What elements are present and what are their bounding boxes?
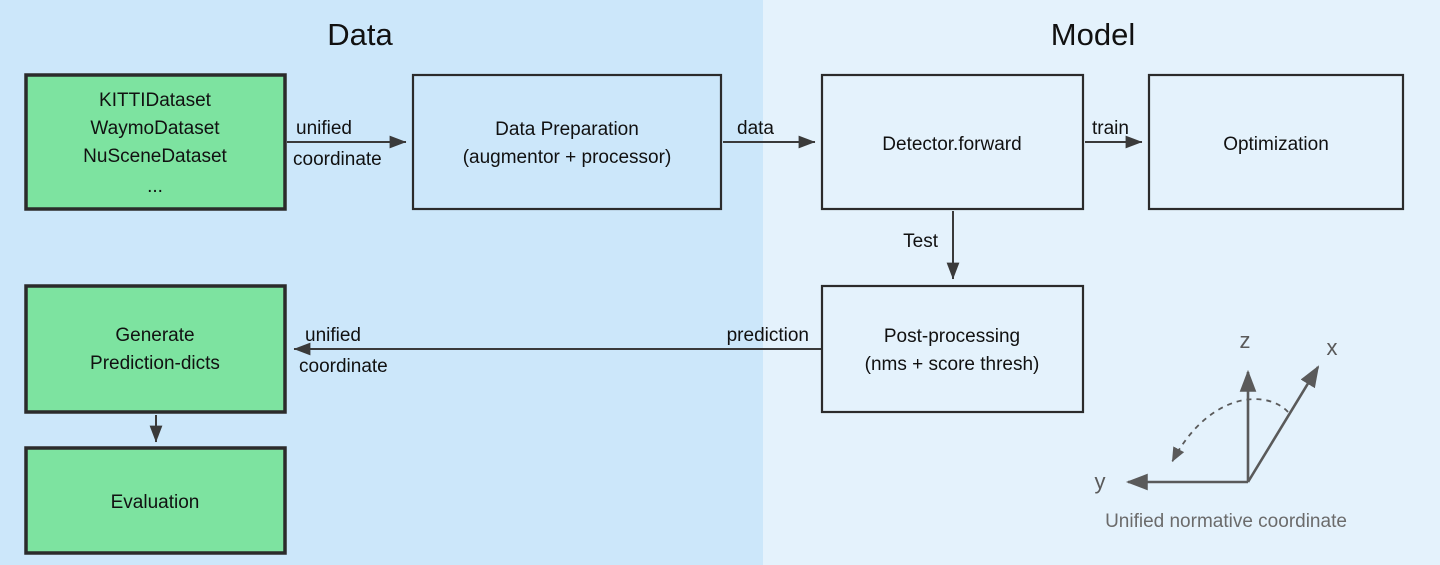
- panel-title-model: Model: [1051, 17, 1135, 52]
- coord-caption: Unified normative coordinate: [1105, 511, 1347, 532]
- edge-label-prediction: prediction: [727, 325, 809, 346]
- node-datasets-line-2: NuSceneDataset: [83, 146, 227, 167]
- node-datasets-line-1: WaymoDataset: [90, 118, 220, 139]
- node-datasets-line-3: ...: [147, 176, 163, 197]
- node-data-preparation-line-1: (augmentor + processor): [463, 147, 672, 168]
- node-data-preparation[interactable]: Data Preparation (augmentor + processor): [411, 73, 723, 211]
- edge-labels: unified coordinate data train Test predi…: [293, 118, 1129, 377]
- node-generate-prediction-dicts[interactable]: Generate Prediction-dicts: [24, 284, 287, 414]
- node-evaluation-box[interactable]: [24, 446, 287, 555]
- node-detector-forward[interactable]: Detector.forward: [820, 73, 1085, 211]
- node-datasets-box[interactable]: [24, 73, 287, 211]
- coord-axis-z-label: z: [1240, 328, 1251, 353]
- node-evaluation-label: Evaluation: [111, 492, 200, 513]
- node-generate-prediction-dicts-line-0: Generate: [115, 325, 194, 346]
- node-post-processing-box[interactable]: [820, 284, 1085, 414]
- edge-label-coordinate-bottom: coordinate: [299, 356, 388, 377]
- node-post-processing-line-1: (nms + score thresh): [865, 354, 1040, 375]
- node-detector-forward-label: Detector.forward: [882, 134, 1021, 155]
- panel-title-data: Data: [327, 17, 393, 52]
- node-optimization[interactable]: Optimization: [1147, 73, 1405, 211]
- edge-label-unified-bottom: unified: [305, 325, 361, 346]
- node-data-preparation-box[interactable]: [411, 73, 723, 211]
- node-post-processing-line-0: Post-processing: [884, 326, 1020, 347]
- node-detector-forward-box[interactable]: [820, 73, 1085, 211]
- edge-label-test: Test: [903, 231, 939, 252]
- node-data-preparation-line-0: Data Preparation: [495, 119, 639, 140]
- node-post-processing[interactable]: Post-processing (nms + score thresh): [820, 284, 1085, 414]
- node-generate-prediction-dicts-box[interactable]: [24, 284, 287, 414]
- edge-label-train: train: [1092, 118, 1129, 139]
- edge-label-data: data: [737, 118, 774, 139]
- coord-axis-y-label: y: [1095, 469, 1106, 494]
- node-datasets-line-0: KITTIDataset: [99, 90, 212, 111]
- node-generate-prediction-dicts-line-1: Prediction-dicts: [90, 353, 220, 374]
- coord-rotation-arc: [1171, 398, 1289, 463]
- node-optimization-box[interactable]: [1147, 73, 1405, 211]
- node-datasets[interactable]: KITTIDataset WaymoDataset NuSceneDataset…: [24, 73, 287, 211]
- coord-axis-x-label: x: [1327, 335, 1338, 360]
- coord-axis-x-line: [1246, 365, 1320, 483]
- coordinate-system-diagram: z x y Unified normative coordinate: [1095, 328, 1347, 532]
- node-optimization-label: Optimization: [1223, 134, 1329, 155]
- edge-label-coordinate-top: coordinate: [293, 149, 382, 170]
- node-evaluation[interactable]: Evaluation: [24, 446, 287, 555]
- edge-label-unified-top: unified: [296, 118, 352, 139]
- connectors: [149, 135, 1143, 443]
